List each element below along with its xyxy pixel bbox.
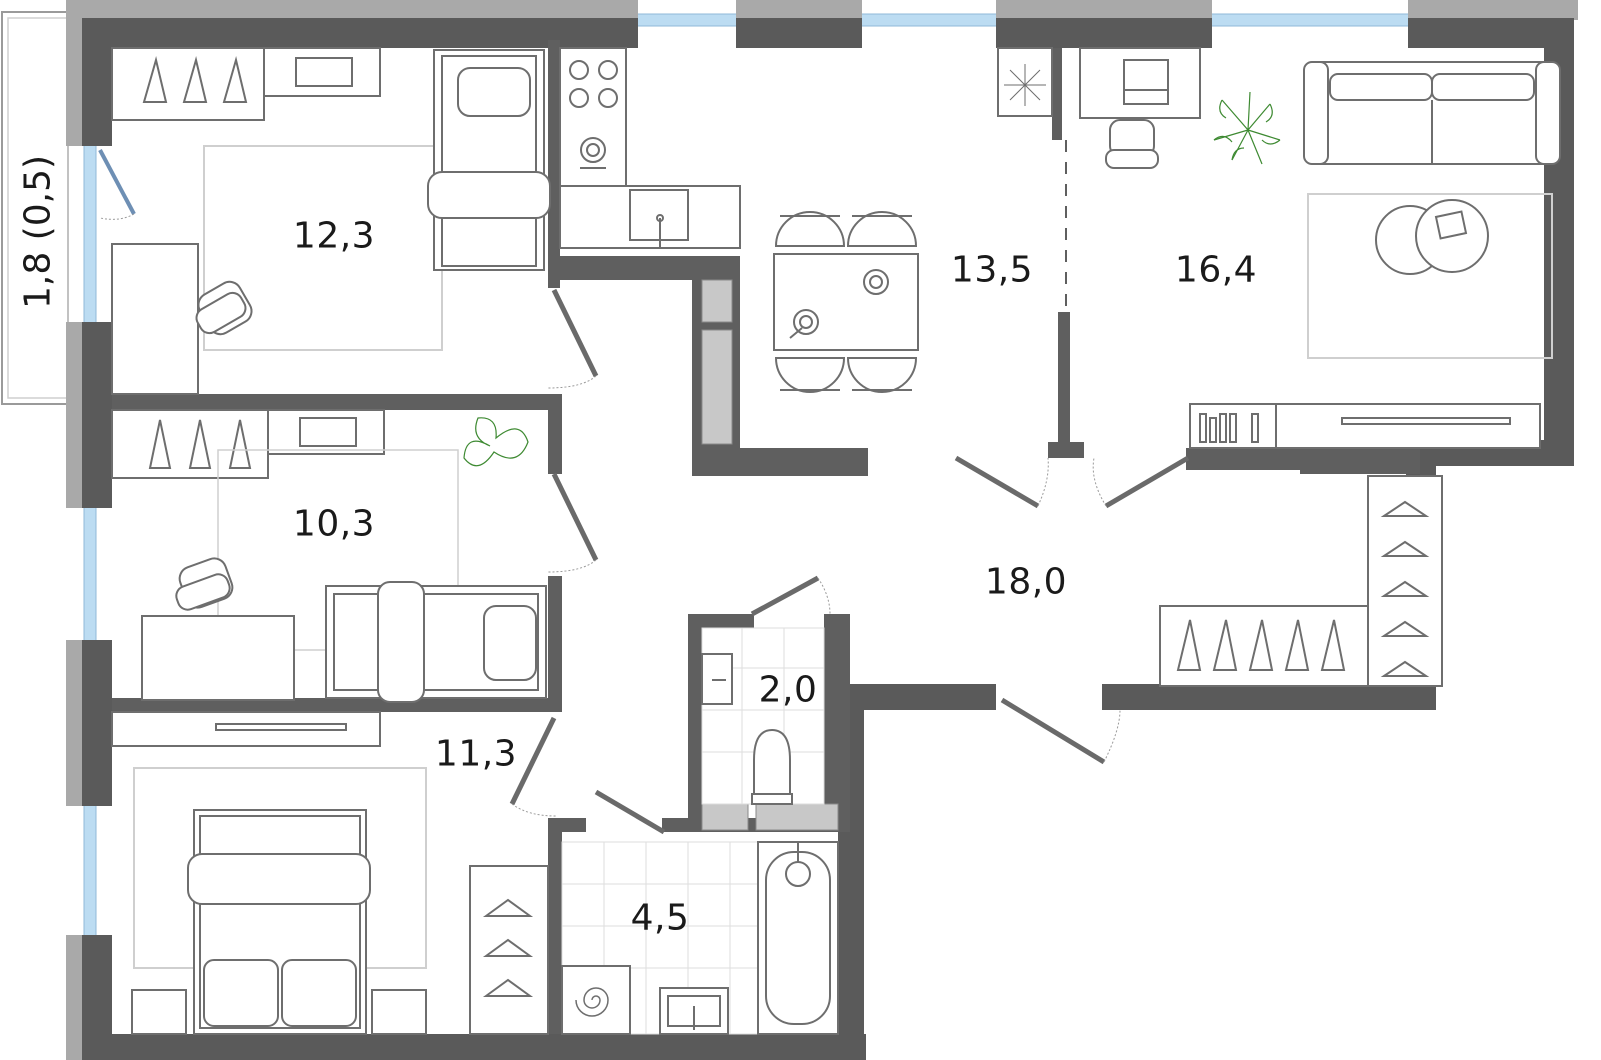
wc-sink <box>701 653 733 705</box>
dining-chairs <box>774 211 918 393</box>
balcony <box>1 11 69 405</box>
hanger-icon <box>142 56 248 103</box>
sink-drain <box>656 214 664 222</box>
plant-icon <box>463 417 529 467</box>
wardrobe-bottom-right <box>469 865 549 1035</box>
bed-single-top <box>427 49 551 271</box>
bed-double <box>187 809 371 1035</box>
room-area-living: 16,4 <box>1174 249 1258 291</box>
door-arcs <box>99 213 1121 817</box>
room-area-hall: 18,0 <box>984 561 1068 603</box>
work-desk <box>1079 47 1201 119</box>
balcony-area-label: 1,8 (0,5) <box>17 154 59 310</box>
plant-icon <box>1213 91 1281 165</box>
toilet-icon <box>751 728 793 805</box>
bath-sink <box>659 987 729 1035</box>
hall-wardrobe <box>1159 475 1443 687</box>
desk-top <box>111 243 199 395</box>
pantry-shelves <box>701 279 839 831</box>
chair-icon <box>195 280 253 336</box>
chair-icon <box>175 557 234 611</box>
room-area-kitchen: 13,5 <box>950 249 1034 291</box>
window-frames <box>66 0 1578 1060</box>
wardrobe-middle <box>111 409 385 479</box>
dining-table <box>773 253 919 351</box>
room-area-bedroom-middle: 10,3 <box>292 503 376 545</box>
sofa <box>1303 61 1561 165</box>
windows <box>83 13 1411 941</box>
room-area-wc: 2,0 <box>758 669 818 711</box>
desk-middle <box>141 615 295 701</box>
fridge-icon <box>997 47 1053 117</box>
stove-icon <box>569 60 618 169</box>
books-icon <box>1199 413 1259 443</box>
room-area-bedroom-top: 12,3 <box>292 215 376 257</box>
washing-machine-icon <box>561 965 631 1035</box>
coffee-tables <box>1375 199 1489 275</box>
wardrobe-bottom <box>111 711 381 747</box>
wardrobe-top <box>111 47 381 121</box>
room-area-bedroom-bottom: 11,3 <box>434 733 518 775</box>
office-chair <box>1105 119 1159 169</box>
doors <box>98 149 1190 835</box>
bed-single-middle <box>325 581 547 703</box>
rug-living <box>1307 193 1553 359</box>
tv-stand <box>1189 403 1541 449</box>
room-area-bathroom: 4,5 <box>630 897 690 939</box>
bathtub <box>757 841 839 1035</box>
nightstands <box>131 989 427 1035</box>
